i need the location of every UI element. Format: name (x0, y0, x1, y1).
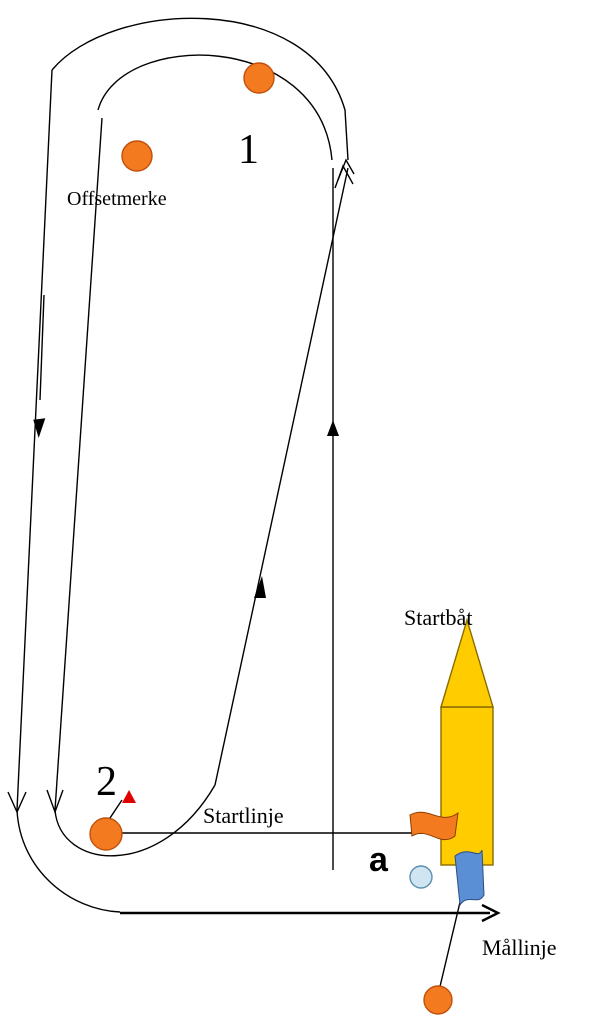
triangle-pointer (109, 799, 123, 819)
arrow-head-icon (33, 418, 46, 438)
mark-2-label: 2 (96, 759, 117, 805)
arrow-shaft (39, 294, 45, 401)
mark-1-label: 1 (238, 127, 259, 173)
mark-1-buoy (243, 62, 275, 94)
mark-a-label: a (369, 841, 389, 879)
outer-course-loop (51, 17, 349, 161)
start-boat-bow (440, 617, 494, 708)
finish-line-label: Mållinje (482, 935, 557, 960)
blue-flag-icon (454, 849, 485, 907)
mark-2-buoy (89, 817, 123, 851)
finish-pin-buoy (423, 985, 453, 1015)
beat-leg (214, 167, 349, 786)
orange-flag-icon (409, 811, 459, 841)
offset-mark-buoy (121, 140, 153, 172)
outer-downwind-leg (16, 69, 53, 811)
start-line-label: Startlinje (203, 803, 284, 828)
arrow-head-icon (46, 789, 64, 815)
offset-mark-label: Offsetmerke (67, 188, 167, 210)
inner-rounding-curve (54, 784, 216, 857)
outer-bottom-curve (16, 809, 121, 913)
arrow-head-icon (254, 576, 266, 598)
arrow-head-icon (337, 158, 355, 181)
arrow-head-icon (481, 903, 501, 923)
arrow-heads (7, 158, 355, 815)
start-boat (440, 617, 494, 866)
arrow-head-icon (7, 791, 27, 814)
inner-downwind-leg (54, 117, 103, 811)
inner-course-loop (97, 54, 333, 161)
red-triangle-icon (122, 790, 136, 803)
mark-a-buoy (409, 865, 433, 889)
arrow-head-icon (327, 420, 339, 436)
start-boat-hull (440, 706, 494, 866)
start-boat-label: Startbåt (404, 605, 472, 630)
